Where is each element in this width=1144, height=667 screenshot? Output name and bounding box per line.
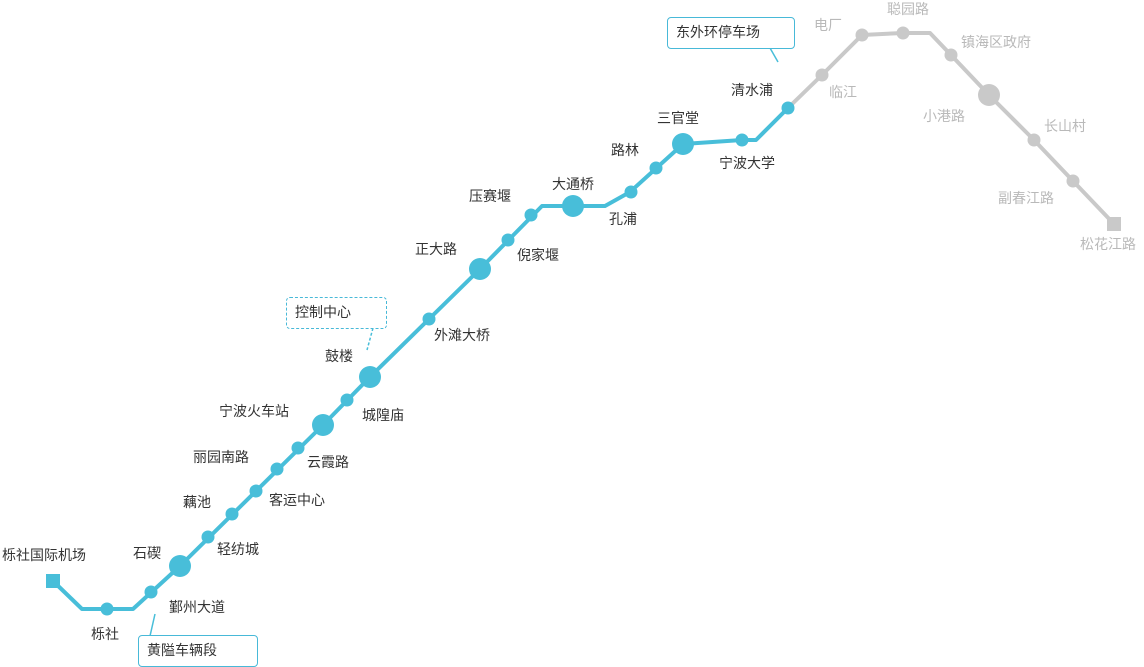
station-label-congyuanlu[interactable]: 聪园路 <box>887 2 929 18</box>
station-marker-terminal[interactable] <box>46 574 60 588</box>
station-label-ningbodaxue[interactable]: 宁波大学 <box>719 156 775 172</box>
station-marker[interactable] <box>100 602 114 616</box>
station-label-kongpu[interactable]: 孔浦 <box>609 212 637 228</box>
station-marker[interactable] <box>249 484 263 498</box>
station-label-fuchunjianglu[interactable]: 副春江路 <box>998 191 1054 207</box>
station-label-songhuajianglu[interactable]: 松花江路 <box>1080 237 1136 253</box>
station-label-yunxialu[interactable]: 云霞路 <box>307 455 349 471</box>
station-label-zhenhaiquzhengfu[interactable]: 镇海区政府 <box>961 35 1031 51</box>
station-marker-planned[interactable] <box>1066 174 1080 188</box>
station-label-ouchi[interactable]: 藕池 <box>183 495 211 511</box>
station-marker-planned[interactable] <box>1027 133 1041 147</box>
control-center-pointer <box>366 327 374 351</box>
station-marker[interactable] <box>144 585 158 599</box>
station-marker-planned[interactable] <box>855 28 869 42</box>
depot-north-pointer <box>769 47 779 63</box>
station-marker-interchange[interactable] <box>672 133 694 155</box>
station-marker[interactable] <box>781 101 795 115</box>
station-marker-interchange[interactable] <box>312 414 334 436</box>
station-label-datongqiao[interactable]: 大通桥 <box>552 177 594 193</box>
station-label-nijiayan[interactable]: 倪家堰 <box>517 248 559 264</box>
station-label-yinzhoudadao[interactable]: 鄞州大道 <box>169 600 225 616</box>
station-label-lisheguojijichang[interactable]: 栎社国际机场 <box>2 548 86 564</box>
station-label-gulou[interactable]: 鼓楼 <box>325 349 353 365</box>
station-label-xiaoganglu[interactable]: 小港路 <box>923 109 965 125</box>
station-label-qingshuipu[interactable]: 清水浦 <box>731 83 773 99</box>
operating-line-segment <box>51 106 790 611</box>
station-label-yasaiyan[interactable]: 压赛堰 <box>469 189 511 205</box>
station-marker-interchange[interactable] <box>359 366 381 388</box>
station-marker-interchange[interactable] <box>169 555 191 577</box>
station-marker[interactable] <box>270 462 284 476</box>
station-marker-interchange[interactable] <box>469 258 491 280</box>
station-marker[interactable] <box>524 208 538 222</box>
station-label-liyuannanlu[interactable]: 丽园南路 <box>193 450 249 466</box>
station-marker-interchange[interactable] <box>562 195 584 217</box>
station-marker[interactable] <box>649 161 663 175</box>
station-marker[interactable] <box>624 185 638 199</box>
station-label-sanguantang[interactable]: 三官堂 <box>657 111 699 127</box>
station-marker-planned-interchange[interactable] <box>978 84 1000 106</box>
station-marker[interactable] <box>291 441 305 455</box>
station-label-linjiang[interactable]: 临江 <box>829 85 857 101</box>
depot-south-callout[interactable]: 黄隘车辆段 <box>138 635 258 667</box>
station-label-waitandaqiao[interactable]: 外滩大桥 <box>434 328 490 344</box>
station-label-lishe[interactable]: 栎社 <box>91 627 119 643</box>
station-label-chenghuangmiao[interactable]: 城隍庙 <box>362 408 404 424</box>
station-label-dianchang[interactable]: 电厂 <box>814 18 842 34</box>
station-marker-terminal[interactable] <box>1107 217 1121 231</box>
station-label-lulin[interactable]: 路林 <box>611 143 639 159</box>
planned-line-segment <box>786 31 1116 226</box>
station-marker-planned[interactable] <box>896 26 910 40</box>
station-label-shiqi[interactable]: 石碶 <box>133 546 161 562</box>
station-label-qingfangcheng[interactable]: 轻纺城 <box>217 542 259 558</box>
control-center-callout[interactable]: 控制中心 <box>286 297 387 329</box>
station-marker-planned[interactable] <box>815 68 829 82</box>
station-label-ningbohuochezhan[interactable]: 宁波火车站 <box>219 404 289 420</box>
station-marker[interactable] <box>735 133 749 147</box>
station-marker[interactable] <box>340 393 354 407</box>
depot-north-callout[interactable]: 东外环停车场 <box>667 17 795 49</box>
station-marker[interactable] <box>422 312 436 326</box>
station-label-keyunzhongxin[interactable]: 客运中心 <box>269 493 325 509</box>
station-marker-planned[interactable] <box>944 48 958 62</box>
station-label-zhengdalu[interactable]: 正大路 <box>415 242 457 258</box>
depot-south-pointer <box>149 613 156 637</box>
station-marker[interactable] <box>501 233 515 247</box>
station-label-changshancun[interactable]: 长山村 <box>1044 119 1086 135</box>
station-marker[interactable] <box>201 530 215 544</box>
station-marker[interactable] <box>225 507 239 521</box>
